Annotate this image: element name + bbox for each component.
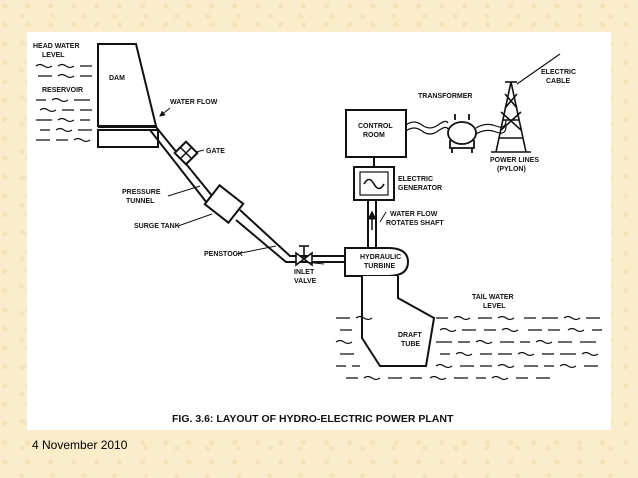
label-hydraulic-turbine-2: TURBINE bbox=[364, 263, 395, 270]
cable-to-transformer bbox=[405, 120, 449, 135]
label-pressure-tunnel-2: TUNNEL bbox=[126, 198, 155, 205]
label-pressure-tunnel-1: PRESSURE bbox=[122, 189, 161, 196]
electric-cable bbox=[516, 53, 561, 85]
control-room bbox=[345, 109, 407, 158]
label-tail-water-level-2: LEVEL bbox=[483, 303, 506, 310]
label-transformer: TRANSFORMER bbox=[418, 93, 472, 100]
transformer bbox=[447, 114, 477, 153]
draft-tube bbox=[361, 276, 436, 367]
label-electric-generator-2: GENERATOR bbox=[398, 185, 442, 192]
label-head-water-level-2: LEVEL bbox=[42, 52, 65, 59]
label-gate: GATE bbox=[206, 148, 225, 155]
label-control-room-1: CONTROL bbox=[358, 123, 393, 130]
label-power-lines-1: POWER LINES bbox=[490, 157, 539, 164]
label-water-flow-rotates-shaft-2: ROTATES SHAFT bbox=[386, 220, 444, 227]
figure-caption: FIG. 3.6: LAYOUT OF HYDRO-ELECTRIC POWER… bbox=[172, 413, 454, 425]
tail-water bbox=[335, 315, 602, 381]
label-surge-tank: SURGE TANK bbox=[134, 223, 180, 230]
shaft bbox=[367, 200, 377, 248]
pressure-tunnel-pipe bbox=[98, 126, 214, 204]
label-inlet-valve-1: INLET bbox=[294, 269, 315, 276]
dam-base bbox=[97, 129, 159, 148]
label-hydraulic-turbine-1: HYDRAULIC bbox=[360, 254, 401, 261]
label-tail-water-level-1: TAIL WATER bbox=[472, 294, 514, 301]
label-electric-cable-2: CABLE bbox=[546, 78, 570, 85]
gate bbox=[173, 140, 199, 166]
diagram-labels: HEAD WATER LEVEL RESERVOIR DAM WATER FLO… bbox=[33, 43, 576, 348]
label-head-water-level-1: HEAD WATER bbox=[33, 43, 80, 50]
label-power-lines-2: (PYLON) bbox=[497, 166, 526, 173]
ac-wave-icon bbox=[363, 178, 385, 190]
cable-to-pylon bbox=[475, 119, 507, 135]
hydraulic-turbine bbox=[344, 247, 410, 277]
label-inlet-valve-2: VALVE bbox=[294, 278, 317, 285]
label-reservoir: RESERVOIR bbox=[42, 87, 83, 94]
footer-date: 4 November 2010 bbox=[32, 438, 128, 452]
surge-tank bbox=[203, 183, 245, 225]
label-draft-tube-2: TUBE bbox=[401, 341, 420, 348]
label-water-flow-rotates-shaft-1: WATER FLOW bbox=[390, 211, 438, 218]
label-draft-tube-1: DRAFT bbox=[398, 332, 422, 339]
label-electric-cable-1: ELECTRIC bbox=[541, 69, 576, 76]
label-dam: DAM bbox=[109, 75, 125, 82]
label-control-room-2: ROOM bbox=[363, 132, 385, 139]
pylon bbox=[491, 81, 531, 153]
label-arrows bbox=[159, 107, 387, 265]
dam bbox=[97, 43, 158, 127]
label-electric-generator-1: ELECTRIC bbox=[398, 176, 433, 183]
penstock-pipe bbox=[235, 209, 345, 263]
label-water-flow: WATER FLOW bbox=[170, 99, 218, 106]
label-penstock: PENSTOCK bbox=[204, 251, 243, 258]
reservoir-water bbox=[35, 63, 92, 143]
